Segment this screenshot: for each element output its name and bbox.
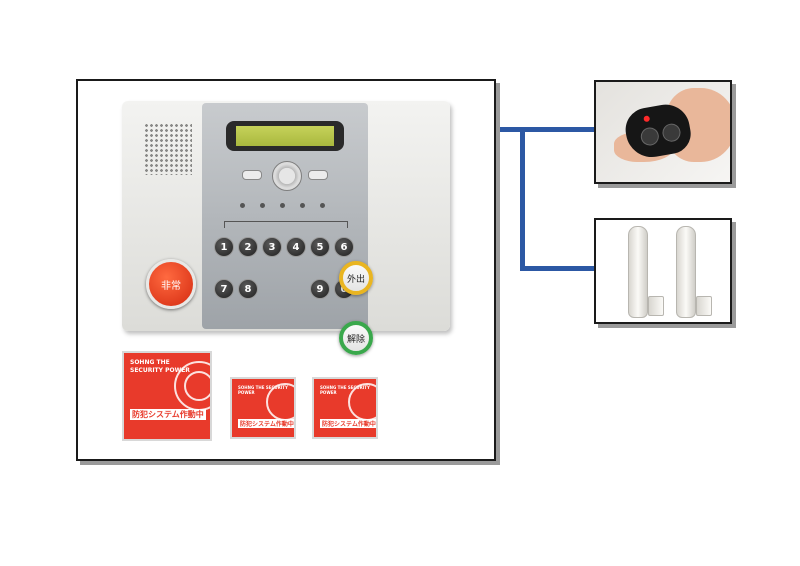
keypad-key-8: 8 [238,279,258,299]
sensor-magnet [648,296,664,316]
keypad-key-2: 2 [238,237,258,257]
sticker-japanese-text: 防犯システム作動中 [320,419,376,428]
remote-led [643,115,651,123]
sticker-english-text: SOHNG THE SECURITY POWER [130,359,190,374]
remote-button [661,122,682,144]
connector-line-main [494,127,596,132]
keypad-key-5: 5 [310,237,330,257]
sticker-english-text: SOHNG THE SECURITY POWER [320,385,370,396]
panel-faceplate: 1 2 3 4 5 6 7 8 9 0 [202,103,368,329]
sticker-japanese-text: 防犯システム作動中 [238,419,294,428]
door-sensor [676,226,696,318]
security-sticker-small: SOHNG THE SECURITY POWER 防犯システム作動中 [312,377,378,439]
navigation-wheel [272,161,302,191]
status-led [280,203,285,208]
remote-button [639,126,661,147]
keypad-key-6: 6 [334,237,354,257]
door-sensor-photo [594,218,732,324]
disarm-button: 解除 [339,321,373,355]
connector-line-sensor [520,266,596,271]
keypad-key-4: 4 [286,237,306,257]
keypad-key-7: 7 [214,279,234,299]
keypad-key-3: 3 [262,237,282,257]
left-function-key [242,170,262,180]
sticker-english-text: SOHNG THE SECURITY POWER [238,385,288,396]
right-function-key [308,170,328,180]
keypad-key-9: 9 [310,279,330,299]
alarm-control-panel: 非常 1 2 3 4 5 6 7 8 9 0 [122,101,450,331]
security-sticker-small: SOHNG THE SECURITY POWER 防犯システム作動中 [230,377,296,439]
keypad-key-1: 1 [214,237,234,257]
connector-line-vertical [520,127,525,271]
status-led [300,203,305,208]
status-led [320,203,325,208]
away-button: 外出 [339,261,373,295]
speaker-grille [144,123,192,175]
status-led [260,203,265,208]
door-sensor [628,226,648,318]
lcd-display [226,121,344,151]
remote-control-photo [594,80,732,184]
security-sticker-large: SOHNG THE SECURITY POWER 防犯システム作動中 [122,351,212,441]
zone-bracket [224,221,348,228]
sticker-japanese-text: 防犯システム作動中 [130,409,206,420]
emergency-button: 非常 [146,259,196,309]
sensor-magnet [696,296,712,316]
alarm-system-photo: 非常 1 2 3 4 5 6 7 8 9 0 外出 解除 [76,79,496,461]
status-led [240,203,245,208]
